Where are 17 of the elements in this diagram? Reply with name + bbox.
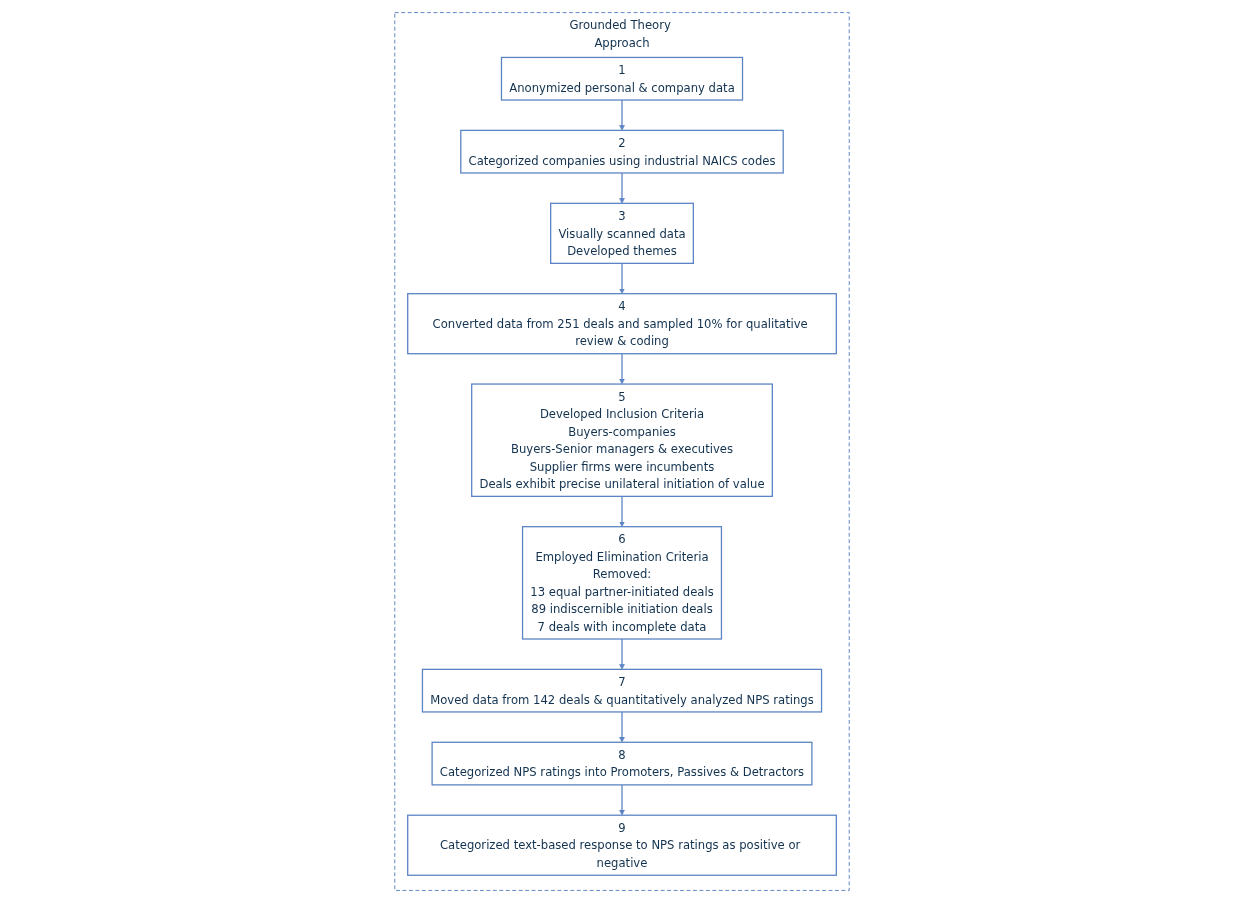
node-box: 9 Categorized text-based response to NPS ratings as positive or negative xyxy=(406,814,837,876)
node-box: 3 Visually scanned data Developed themes xyxy=(549,202,694,264)
arrow xyxy=(618,784,625,816)
arrow xyxy=(618,99,625,131)
node-box: 7 Moved data from 142 deals & quantitatively analyzed NPS ratings xyxy=(421,668,822,713)
arrow xyxy=(618,495,625,527)
arrow xyxy=(618,638,625,670)
node-box: 4 Converted data from 251 deals and sampled 10% for qualitative review & coding xyxy=(406,293,837,355)
node-box: 8 Categorized NPS ratings into Promoters, Passives & Detractors xyxy=(430,741,813,786)
node-box: 1 Anonymized personal & company data xyxy=(500,56,743,101)
node-box: 5 Developed Inclusion Criteria Buyers-companies Buyers-Senior managers & executives Supplier firms were incumbents Deals exhibit precise unilateral initiation of value xyxy=(470,383,773,497)
arrow xyxy=(618,353,625,385)
node-box: 2 Categorized companies using industrial NAICS codes xyxy=(459,129,784,174)
node-box: 6 Employed Elimination Criteria Removed: 13 equal partner-initiated deals 89 indiscernible initiation deals 7 deals with incomplete data xyxy=(521,526,722,640)
arrow xyxy=(618,262,625,294)
arrow xyxy=(618,172,625,204)
arrow xyxy=(618,711,625,743)
